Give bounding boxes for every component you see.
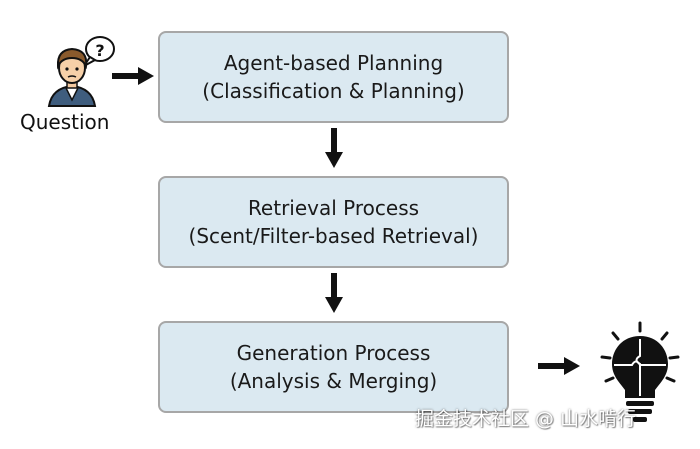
planning-step-title: Agent-based Planning bbox=[223, 51, 444, 75]
retrieval-step-subtitle: (Scent/Filter-based Retrieval) bbox=[188, 224, 479, 248]
retrieval-step-box: Retrieval Process (Scent/Filter-based Re… bbox=[158, 176, 509, 268]
watermark: 掘金技术社区 @ 山水啃行 bbox=[415, 408, 637, 430]
generation-step-subtitle: (Analysis & Merging) bbox=[229, 369, 438, 393]
bubble-symbol: ? bbox=[95, 41, 104, 60]
question-person-icon bbox=[47, 47, 97, 107]
lightbulb-puzzle-icon bbox=[600, 321, 680, 422]
arrow-down-icon bbox=[325, 273, 343, 313]
question-bubble-icon: ? bbox=[83, 36, 115, 67]
generation-step-title: Generation Process bbox=[236, 341, 431, 365]
question-label: Question bbox=[20, 110, 110, 134]
arrow-right-icon bbox=[112, 67, 154, 85]
planning-step-subtitle: (Classification & Planning) bbox=[202, 79, 465, 103]
arrow-right-icon bbox=[538, 357, 580, 375]
retrieval-step-title: Retrieval Process bbox=[247, 196, 420, 220]
planning-step-box: Agent-based Planning (Classification & P… bbox=[158, 31, 509, 123]
arrow-down-icon bbox=[325, 128, 343, 168]
generation-step-box: Generation Process (Analysis & Merging) bbox=[158, 321, 509, 413]
